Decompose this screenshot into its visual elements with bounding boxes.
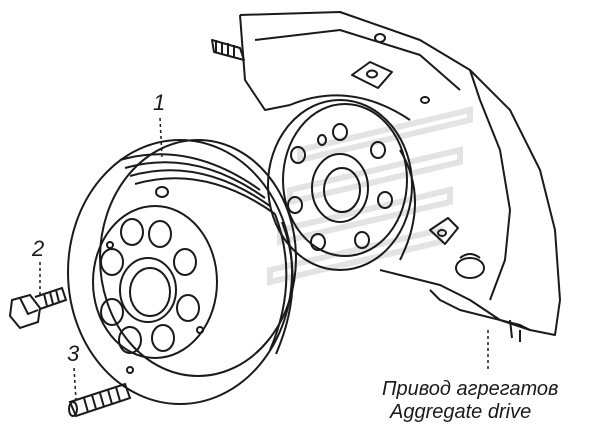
caption-aggregate-drive: Привод агрегатов Aggregate drive (382, 378, 558, 424)
stud-part-3 (68, 382, 132, 418)
leader-line-3 (73, 367, 77, 401)
drive-flange (267, 94, 416, 271)
callout-part-3: 3 (67, 341, 80, 366)
leader-line-1 (159, 117, 163, 159)
callout-part-2: 2 (32, 236, 45, 261)
caption-line-ru: Привод агрегатов (382, 378, 559, 400)
caption-line-en: Aggregate drive (390, 401, 532, 423)
callout-part-1: 1 (153, 90, 166, 115)
bolt-part-2 (8, 286, 68, 330)
aggregate-drive-housing (211, 11, 561, 342)
pulley-damper (67, 139, 297, 405)
leader-lines (39, 117, 489, 401)
